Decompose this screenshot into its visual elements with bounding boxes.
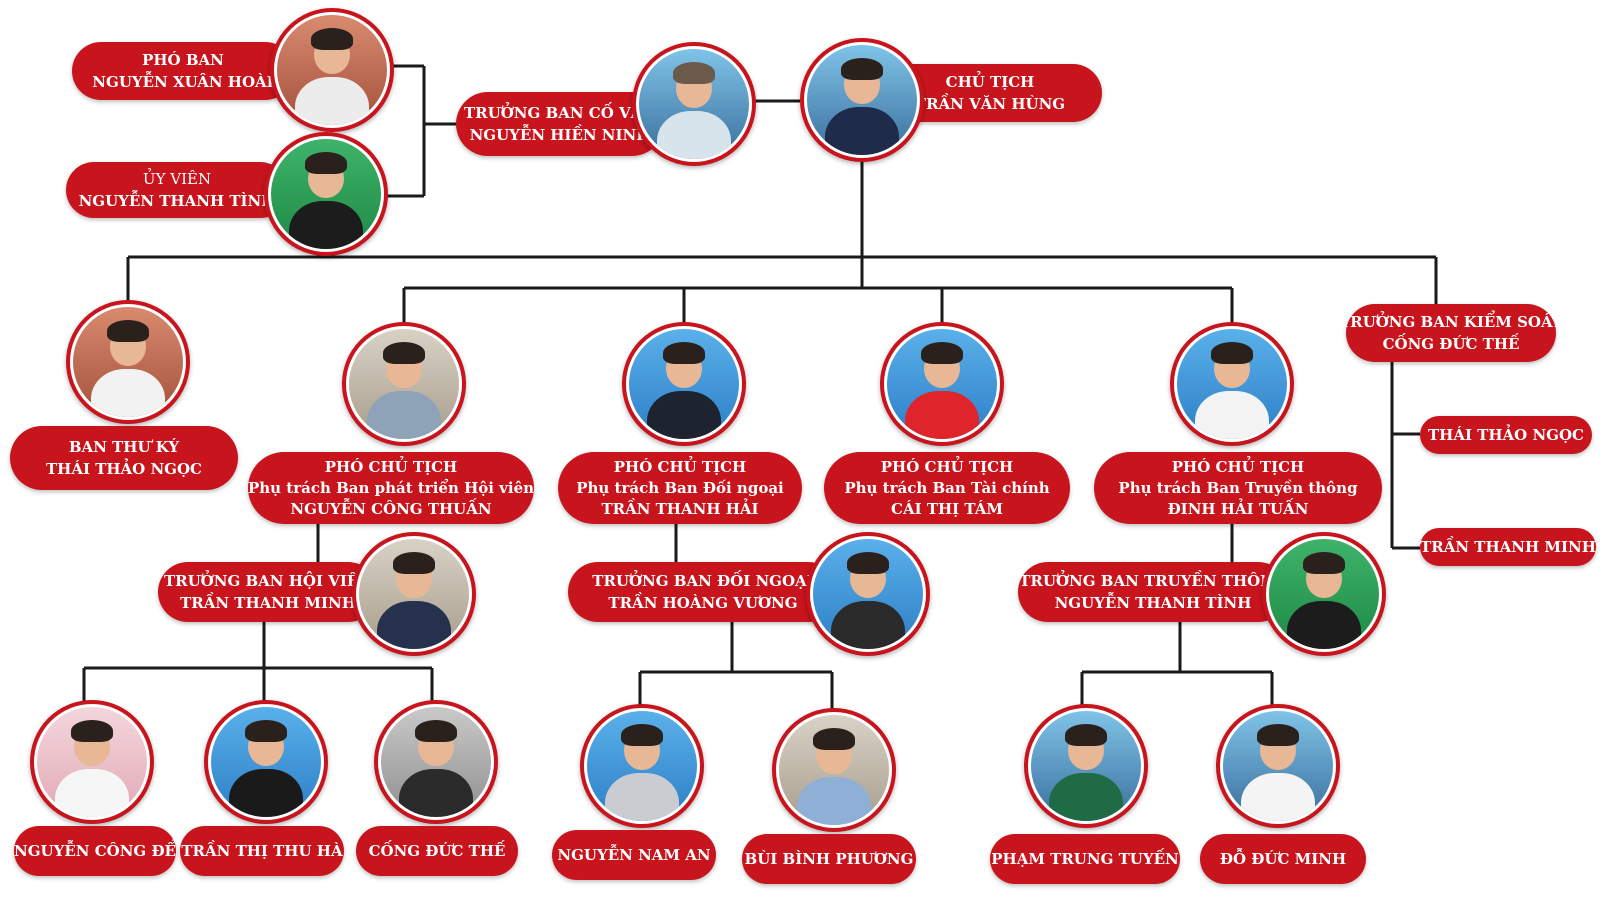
portrait-photo	[800, 38, 924, 162]
node-pct-truyen-thong: PHÓ CHỦ TỊCH Phụ trách Ban Truyền thông …	[1094, 452, 1382, 524]
node-member-duc-the: CỐNG ĐỨC THẾ	[356, 826, 518, 876]
node-name: TRẦN VĂN HÙNG	[914, 95, 1066, 113]
portrait-photo	[352, 532, 476, 656]
portrait-photo	[264, 132, 388, 256]
portrait-photo	[342, 322, 466, 446]
portrait-photo	[1262, 532, 1386, 656]
node-title: BAN THƯ KÝ	[68, 438, 180, 456]
node-name: NGUYỄN HIỀN NINH	[469, 126, 651, 144]
node-title: PHÓ CHỦ TỊCH	[324, 457, 458, 476]
portrait-photo	[1170, 322, 1294, 446]
node-name: CỐNG ĐỨC THẾ	[368, 842, 506, 860]
node-thu-ky: BAN THƯ KÝ THÁI THẢO NGỌC	[10, 426, 238, 490]
node-name: ĐINH HẢI TUẤN	[1167, 499, 1309, 518]
node-role: Phụ trách Ban phát triển Hội viên	[247, 478, 535, 497]
node-name: THÁI THẢO NGỌC	[1428, 426, 1584, 444]
node-role: Phụ trách Ban Đối ngoại	[576, 478, 784, 497]
portrait-photo	[204, 700, 328, 824]
portrait-photo	[772, 708, 896, 832]
node-name: TRẦN THỊ THU HÀ	[181, 842, 343, 860]
node-member-nam-an: NGUYỄN NAM AN	[552, 830, 716, 880]
node-name: TRẦN THANH HẢI	[601, 499, 759, 518]
node-title: PHÓ CHỦ TỊCH	[1171, 457, 1305, 476]
portrait-photo	[374, 700, 498, 824]
node-member-cong-de: NGUYỄN CÔNG ĐỂ	[14, 826, 176, 876]
node-title: PHÓ BAN	[142, 51, 224, 69]
node-title: TRƯỞNG BAN TRUYỀN THÔNG	[1019, 572, 1287, 590]
node-pho-ban: PHÓ BAN NGUYỄN XUÂN HOÀI	[72, 42, 294, 100]
portrait-photo	[580, 704, 704, 828]
node-name: NGUYỄN THANH TÌNH	[1054, 594, 1252, 612]
node-name: ĐỖ ĐỨC MINH	[1219, 850, 1347, 868]
node-name: TRẦN THANH MINH	[1420, 538, 1596, 556]
node-title: TRƯỞNG BAN ĐỐI NGOẠI	[592, 572, 814, 590]
node-name: NGUYỄN XUÂN HOÀI	[92, 73, 274, 91]
node-title: PHÓ CHỦ TỊCH	[880, 457, 1014, 476]
node-tb-doi-ngoai: TRƯỞNG BAN ĐỐI NGOẠI TRẦN HOÀNG VƯƠNG	[568, 562, 838, 622]
node-name: BÙI BÌNH PHƯƠNG	[744, 850, 914, 868]
portrait-photo	[622, 322, 746, 446]
portrait-photo	[880, 322, 1004, 446]
node-member-duc-minh: ĐỖ ĐỨC MINH	[1200, 834, 1366, 884]
node-role: Phụ trách Ban Tài chính	[844, 478, 1050, 497]
node-name: CỐNG ĐỨC THẾ	[1382, 335, 1520, 353]
node-title: TRƯỞNG BAN KIỂM SOÁT	[1339, 313, 1563, 331]
node-member-thu-ha: TRẦN THỊ THU HÀ	[180, 826, 344, 876]
portrait-photo	[806, 532, 930, 656]
portrait-photo	[30, 700, 154, 824]
node-pct-tai-chinh: PHÓ CHỦ TỊCH Phụ trách Ban Tài chính CÁI…	[824, 452, 1070, 524]
node-title: CHỦ TỊCH	[945, 73, 1035, 91]
portrait-photo	[632, 42, 756, 166]
node-ks-member-2: TRẦN THANH MINH	[1420, 528, 1596, 566]
node-member-binh-phuong: BÙI BÌNH PHƯƠNG	[742, 834, 916, 884]
node-title: PHÓ CHỦ TỊCH	[613, 457, 747, 476]
node-ks-member-1: THÁI THẢO NGỌC	[1420, 416, 1592, 454]
node-tb-truyen-thong: TRƯỞNG BAN TRUYỀN THÔNG NGUYỄN THANH TÌN…	[1018, 562, 1288, 622]
portrait-photo	[66, 300, 190, 424]
node-tb-hoi-vien: TRƯỞNG BAN HỘI VIÊN TRẦN THANH MINH	[158, 562, 378, 622]
node-title: ỦY VIÊN	[142, 170, 212, 188]
node-name: TRẦN HOÀNG VƯƠNG	[608, 594, 798, 612]
node-name: CÁI THỊ TÁM	[891, 499, 1003, 518]
portrait-photo	[1216, 704, 1340, 828]
node-pct-hoi-vien: PHÓ CHỦ TỊCH Phụ trách Ban phát triển Hộ…	[248, 452, 534, 524]
portrait-photo	[270, 8, 394, 132]
node-pct-doi-ngoai: PHÓ CHỦ TỊCH Phụ trách Ban Đối ngoại TRẦ…	[558, 452, 802, 524]
node-kiem-soat: TRƯỞNG BAN KIỂM SOÁT CỐNG ĐỨC THẾ	[1339, 304, 1563, 362]
node-name: NGUYỄN CÔNG ĐỂ	[14, 842, 176, 860]
node-name: NGUYỄN CÔNG THUẤN	[290, 499, 492, 518]
node-name: NGUYỄN NAM AN	[557, 846, 711, 864]
node-name: TRẦN THANH MINH	[180, 594, 356, 612]
node-name: THÁI THẢO NGỌC	[46, 460, 202, 478]
node-uy-vien: ỦY VIÊN NGUYỄN THANH TÌNH	[66, 162, 288, 218]
portrait-photo	[1024, 704, 1148, 828]
node-role: Phụ trách Ban Truyền thông	[1118, 478, 1358, 497]
node-name: NGUYỄN THANH TÌNH	[78, 192, 276, 210]
node-name: PHẠM TRUNG TUYẾN	[991, 850, 1179, 868]
node-title: TRƯỞNG BAN HỘI VIÊN	[163, 572, 373, 590]
node-member-trung-tuyen: PHẠM TRUNG TUYẾN	[990, 834, 1180, 884]
node-co-van: TRƯỞNG BAN CỐ VẤN NGUYỄN HIỀN NINH	[456, 92, 664, 156]
node-title: TRƯỞNG BAN CỐ VẤN	[464, 104, 656, 122]
